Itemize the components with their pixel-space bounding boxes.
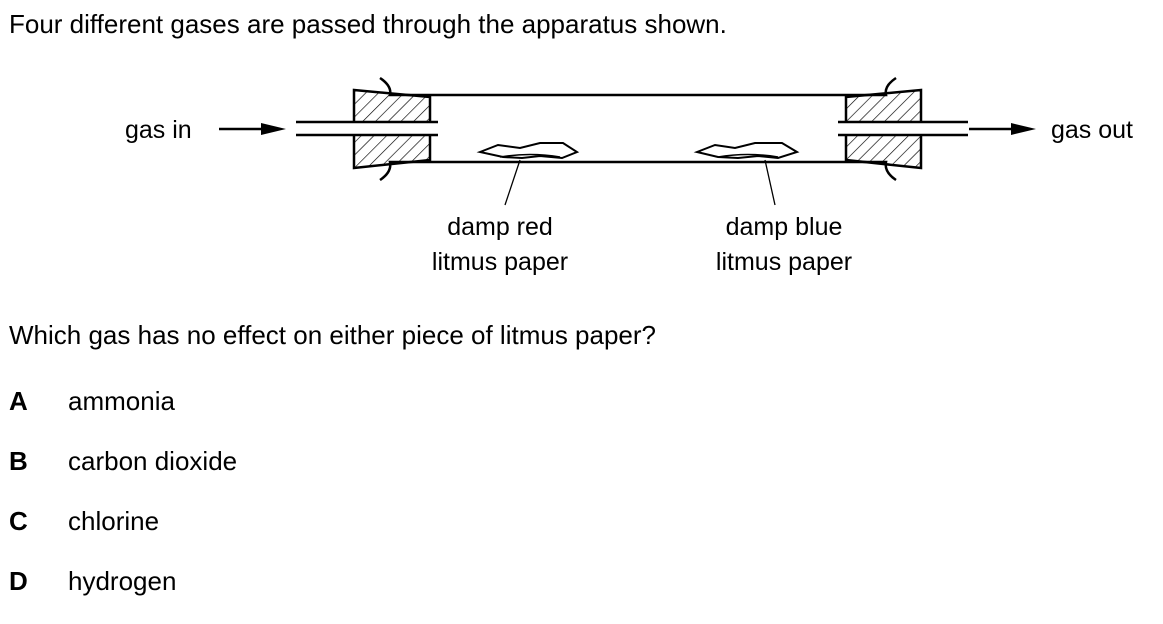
option-text: carbon dioxide <box>68 446 238 476</box>
option-letter: A <box>9 386 28 416</box>
option-text: hydrogen <box>68 566 177 596</box>
option-b[interactable]: B carbon dioxide <box>9 444 237 504</box>
option-text: chlorine <box>68 506 160 536</box>
option-letter: B <box>9 446 28 476</box>
question-text: Which gas has no effect on either piece … <box>9 320 657 350</box>
option-letter: D <box>9 566 28 596</box>
gas-out-arrow-head <box>1011 123 1036 135</box>
inlet-tube <box>296 122 438 135</box>
answer-options: A ammonia B carbon dioxide C chlorine D … <box>9 384 237 624</box>
red-litmus-paper-fold <box>499 153 561 158</box>
option-text: ammonia <box>68 386 175 416</box>
blue-paper-label-line1: damp blue <box>726 213 843 241</box>
blue-litmus-paper-fold <box>717 153 779 158</box>
red-paper-label-line2: litmus paper <box>432 248 568 276</box>
gas-in-arrow-head <box>261 123 286 135</box>
option-letter: C <box>9 506 28 536</box>
red-paper-leader <box>504 159 521 206</box>
option-d[interactable]: D hydrogen <box>9 564 237 624</box>
apparatus-diagram: gas in gas out damp red litmus paper dam… <box>125 76 1133 276</box>
red-paper-label-line1: damp red <box>447 213 553 241</box>
option-c[interactable]: C chlorine <box>9 504 237 564</box>
blue-paper-leader <box>764 159 776 206</box>
intro-text: Four different gases are passed through … <box>9 9 727 39</box>
gas-in-label: gas in <box>125 116 192 144</box>
option-a[interactable]: A ammonia <box>9 384 237 444</box>
red-litmus-paper <box>476 142 580 160</box>
outlet-tube <box>838 122 968 135</box>
blue-paper-label-line2: litmus paper <box>716 248 852 276</box>
blue-litmus-paper <box>693 142 800 160</box>
gas-out-label: gas out <box>1051 116 1133 144</box>
